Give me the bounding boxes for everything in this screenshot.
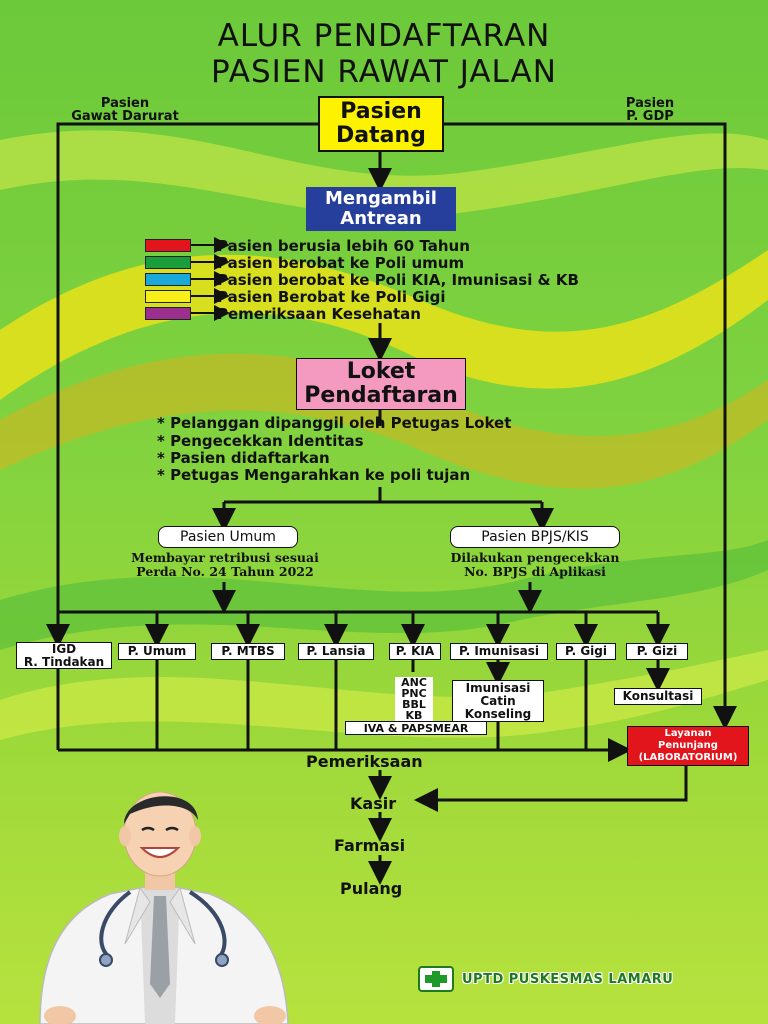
legend-text: Pemeriksaan Kesehatan <box>217 304 421 323</box>
kia-service: ANC <box>395 676 433 689</box>
legend-item: Pasien Berobat ke Poli Gigi <box>145 287 446 306</box>
kia-services-list: ANC PNC BBL KB IVA & PAPSMEAR <box>345 676 487 735</box>
title-line-1: ALUR PENDAFTARAN <box>217 18 551 54</box>
flow-pharmacy: Farmasi <box>334 836 406 855</box>
poli-gigi-box: P. Gigi <box>556 643 616 660</box>
poli-mtbs-box: P. MTBS <box>211 643 285 660</box>
kia-service: BBL <box>395 698 433 711</box>
title-line-2: PASIEN RAWAT JALAN <box>211 54 557 90</box>
gizi-consultation-box: Konsultasi <box>614 688 702 705</box>
kia-service: KB <box>395 709 433 722</box>
legend-swatch-green <box>145 256 191 269</box>
legend-text: Pasien berobat ke Poli KIA, Imunisasi & … <box>217 270 579 289</box>
flow-cashier: Kasir <box>350 794 397 813</box>
legend-swatch-red <box>145 239 191 252</box>
footer-brand: UPTD PUSKESMAS LAMARU <box>418 966 673 992</box>
health-cross-logo-icon <box>418 966 454 992</box>
poli-imunisasi-box: P. Imunisasi <box>450 643 548 660</box>
legend-item: Pasien berobat ke Poli umum <box>145 253 465 272</box>
legend-swatch-purple <box>145 307 191 320</box>
flow-examination: Pemeriksaan <box>306 752 423 771</box>
poli-kia-box: P. KIA <box>389 643 441 660</box>
registration-step: * Pengecekkan Identitas <box>157 432 364 450</box>
registration-step: * Pelanggan dipanggil oleh Petugas Loket <box>157 414 512 432</box>
doctor-illustration <box>39 791 289 1024</box>
label-gdp-patient: Pasien P. GDP <box>625 96 675 124</box>
imunisasi-services-box: Imunisasi Catin Konseling <box>452 680 544 722</box>
general-patient-note: Membayar retribusi sesuai Perda No. 24 T… <box>131 550 319 579</box>
kia-service: IVA & PAPSMEAR <box>345 721 487 735</box>
poli-gizi-box: P. Gizi <box>626 643 688 660</box>
bpjs-patient-box: Pasien BPJS/KIS <box>450 526 620 548</box>
bpjs-patient-note: Dilakukan pengecekkan No. BPJS di Aplika… <box>450 550 620 579</box>
legend-text: Pasien berusia lebih 60 Tahun <box>217 236 470 255</box>
label-emergency-patient: Pasien Gawat Darurat <box>71 96 179 124</box>
kia-service: PNC <box>395 687 433 700</box>
laboratory-box: Layanan Penunjang (LABORATORIUM) <box>627 726 749 766</box>
registration-counter-box: Loket Pendaftaran <box>296 358 466 410</box>
poli-igd-box: IGD R. Tindakan <box>16 642 112 669</box>
patient-arrival-box: Pasien Datang <box>318 96 444 152</box>
legend-item: Pemeriksaan Kesehatan <box>145 304 421 323</box>
flow-go-home: Pulang <box>340 879 403 898</box>
registration-step: * Pasien didaftarkan <box>157 449 330 467</box>
poli-umum-box: P. Umum <box>118 643 196 660</box>
legend-item: Pasien berusia lebih 60 Tahun <box>145 236 470 255</box>
poli-lansia-box: P. Lansia <box>298 643 374 660</box>
take-queue-box: Mengambil Antrean <box>306 187 456 231</box>
legend-text: Pasien berobat ke Poli umum <box>217 253 465 272</box>
legend-swatch-yellow <box>145 290 191 303</box>
registration-step: * Petugas Mengarahkan ke poli tujan <box>157 466 471 484</box>
legend-text: Pasien Berobat ke Poli Gigi <box>217 287 446 306</box>
legend-item: Pasien berobat ke Poli KIA, Imunisasi & … <box>145 270 579 289</box>
legend-swatch-blue <box>145 273 191 286</box>
general-patient-box: Pasien Umum <box>158 526 298 548</box>
footer-text: UPTD PUSKESMAS LAMARU <box>462 971 674 987</box>
